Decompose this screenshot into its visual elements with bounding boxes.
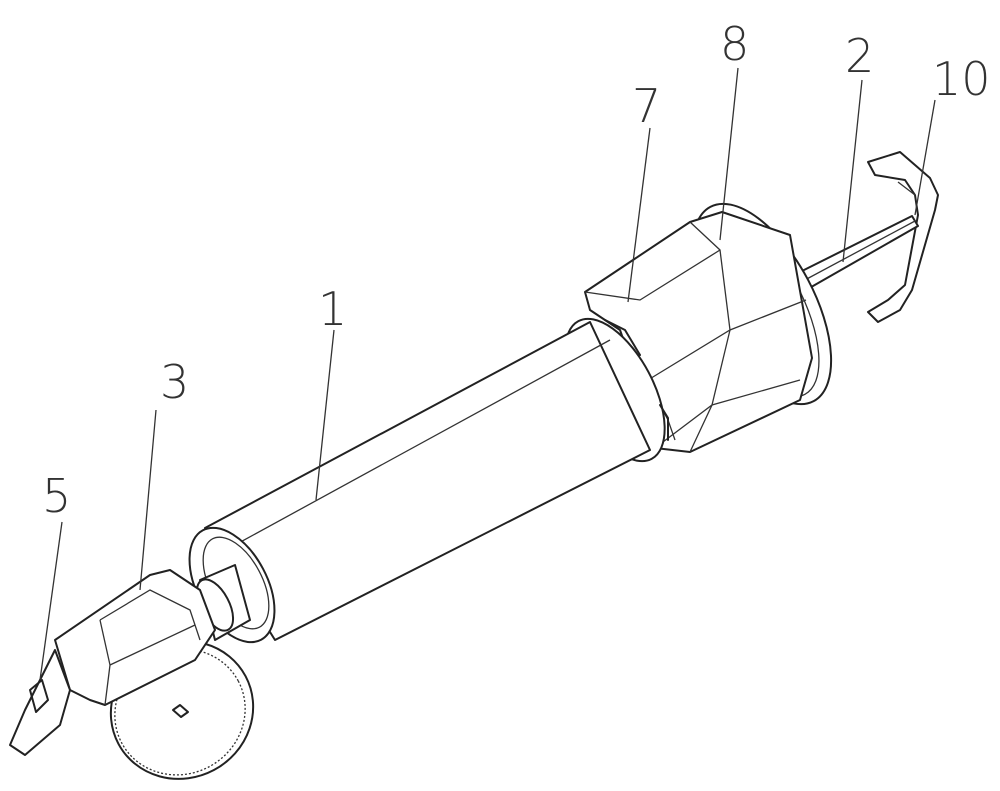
thumb-press bbox=[867, 151, 939, 323]
label-5: 5 bbox=[42, 469, 71, 523]
label-2: 2 bbox=[845, 29, 874, 83]
label-8: 8 bbox=[720, 17, 749, 71]
label-7: 7 bbox=[632, 79, 661, 133]
label-3: 3 bbox=[160, 355, 189, 409]
leader-lines bbox=[39, 67, 936, 681]
plunger-rod bbox=[799, 215, 919, 291]
nozzle-cap bbox=[54, 569, 216, 706]
label-1: 1 bbox=[318, 282, 347, 336]
label-10: 10 bbox=[932, 52, 991, 106]
tip bbox=[9, 649, 71, 756]
